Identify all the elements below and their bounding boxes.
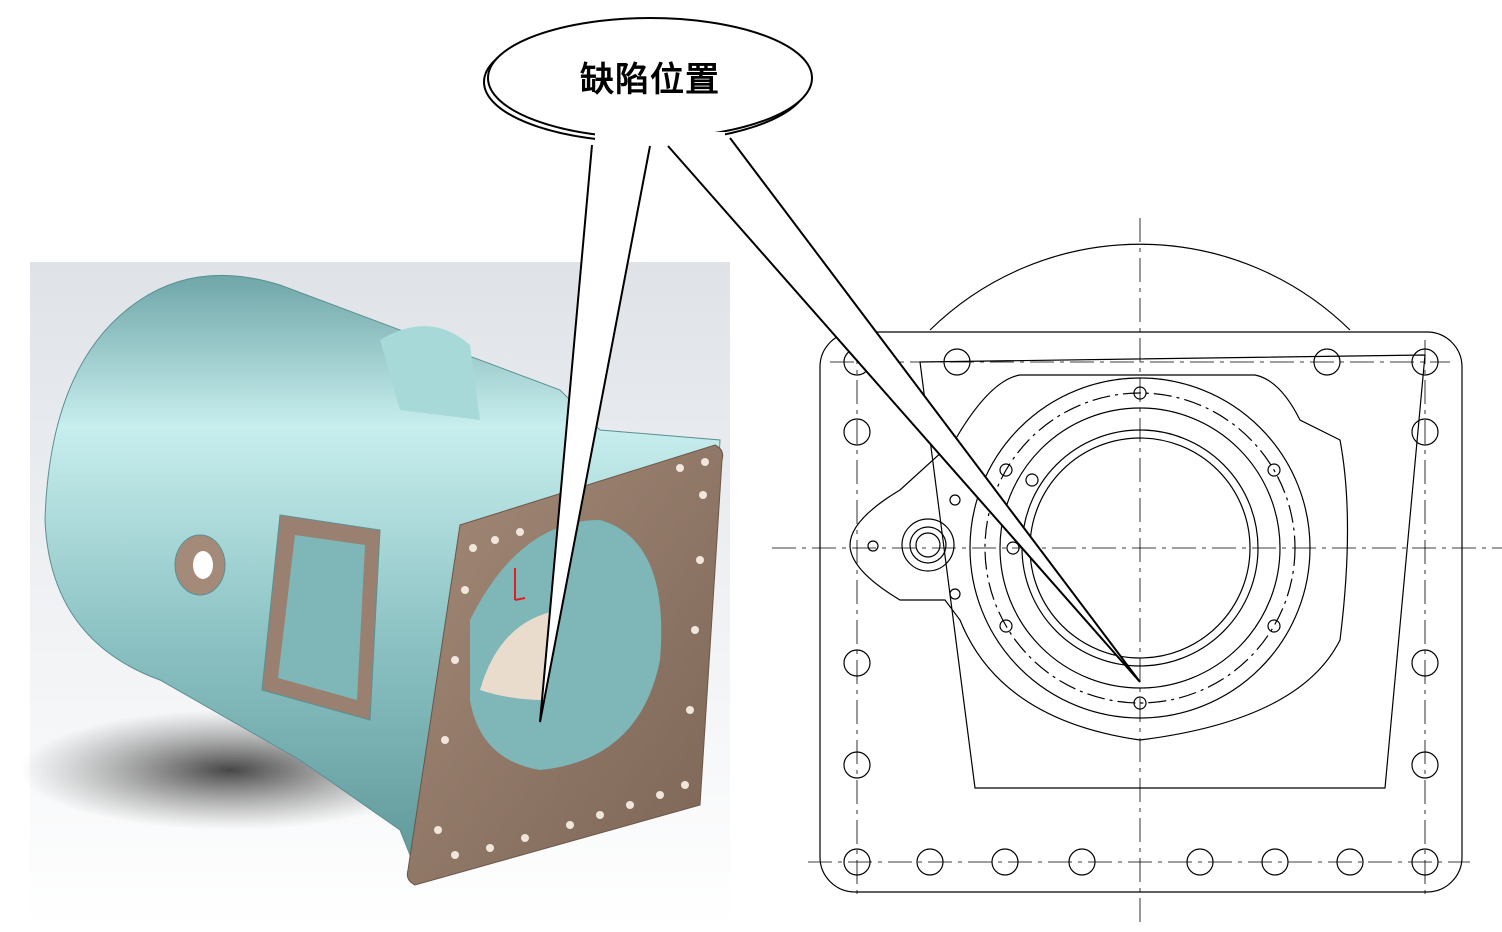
- side-port-hole: [193, 551, 213, 579]
- inner-bore-surface: [480, 610, 560, 700]
- centerlines: [772, 218, 1502, 925]
- callout-pointer-drawing: [667, 137, 1141, 683]
- coordinate-triad-icon: [514, 568, 526, 601]
- top-arc: [929, 243, 1351, 331]
- top-dome: [380, 326, 480, 420]
- flange-bore: [470, 520, 662, 770]
- defect-callout: [483, 17, 1141, 723]
- flange-bolt-holes: [434, 458, 709, 859]
- callout-pointer-3d: [539, 144, 651, 723]
- 3d-model-view: [20, 262, 730, 930]
- callout-label: 缺陷位置: [580, 60, 720, 100]
- inner-frame: [919, 354, 1426, 789]
- plate-outline: [819, 331, 1463, 893]
- 2d-drawing-view: [772, 218, 1502, 925]
- boss-outline: [849, 374, 1349, 741]
- left-boss: [867, 494, 961, 600]
- side-window-opening: [278, 535, 365, 700]
